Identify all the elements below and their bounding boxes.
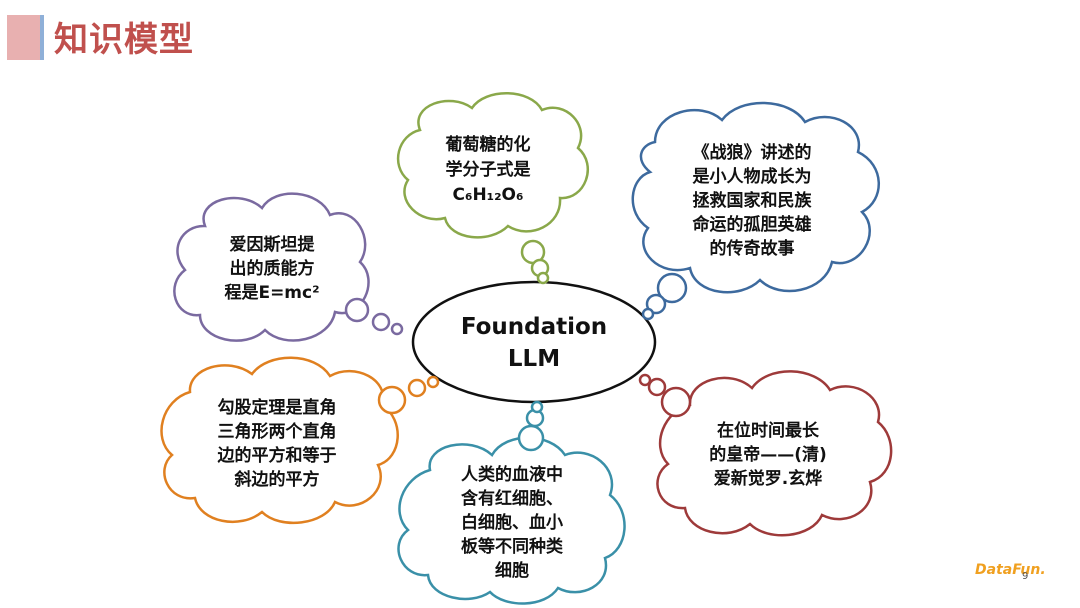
title-accent-bar xyxy=(7,15,40,60)
cloud-math-line-4: 斜边的平方 xyxy=(234,469,320,490)
cloud-history-line-2: 的皇帝——(清) xyxy=(709,444,827,465)
cloud-biology-line-4: 板等不同种类 xyxy=(461,536,564,557)
cloud-film: 《战狼》讲述的 是小人物成长为 拯救国家和民族 命运的孤胆英雄 的传奇故事 xyxy=(631,101,880,321)
cloud-biology-line-5: 细胞 xyxy=(495,560,529,581)
cloud-math: 勾股定理是直角 三角形两个直角 边的平方和等于 斜边的平方 xyxy=(160,356,440,525)
cloud-film-line-5: 的传奇故事 xyxy=(710,238,795,259)
cloud-physics: 爱因斯坦提 出的质能方 程是E=mc² xyxy=(173,192,404,342)
cloud-chemistry-line-2: 学分子式是 xyxy=(446,159,531,180)
cloud-physics-line-3: 程是E=mc² xyxy=(224,283,319,303)
cloud-math-line-3: 边的平方和等于 xyxy=(217,445,337,466)
cloud-math-line-2: 三角形两个直角 xyxy=(218,421,337,442)
datafun-logo: DataFun. xyxy=(975,562,1046,578)
cloud-chemistry-line-1: 葡萄糖的化 xyxy=(445,134,531,155)
cloud-biology: 人类的血液中 含有红细胞、 白细胞、血小 板等不同种类 细胞 xyxy=(397,400,626,605)
page-number: 9 xyxy=(1022,571,1029,582)
center-node: Foundation LLM xyxy=(411,280,657,404)
cloud-history-line-3: 爱新觉罗.玄烨 xyxy=(714,468,822,489)
title-accent-stripe xyxy=(40,15,44,60)
cloud-history: 在位时间最长 的皇帝——(清) 爱新觉罗.玄烨 xyxy=(638,370,893,537)
cloud-math-line-1: 勾股定理是直角 xyxy=(218,397,337,418)
cloud-film-line-4: 命运的孤胆英雄 xyxy=(692,214,812,235)
cloud-biology-line-1: 人类的血液中 xyxy=(461,464,563,485)
cloud-chemistry: 葡萄糖的化 学分子式是 C₆H₁₂O₆ xyxy=(396,92,589,285)
cloud-physics-line-2: 出的质能方 xyxy=(230,258,315,279)
cloud-film-line-3: 拯救国家和民族 xyxy=(693,190,813,211)
cloud-film-line-2: 是小人物成长为 xyxy=(693,166,812,187)
cloud-chemistry-line-3: C₆H₁₂O₆ xyxy=(453,185,524,205)
center-label-line-2: LLM xyxy=(508,346,560,372)
cloud-history-line-1: 在位时间最长 xyxy=(717,420,820,441)
cloud-biology-line-3: 白细胞、血小 xyxy=(461,512,563,533)
page-title: 知识模型 xyxy=(54,20,194,60)
cloud-physics-line-1: 爱因斯坦提 xyxy=(230,234,316,255)
cloud-biology-line-2: 含有红细胞、 xyxy=(461,488,563,509)
center-label-line-1: Foundation xyxy=(461,314,607,340)
cloud-film-line-1: 《战狼》讲述的 xyxy=(693,142,812,163)
